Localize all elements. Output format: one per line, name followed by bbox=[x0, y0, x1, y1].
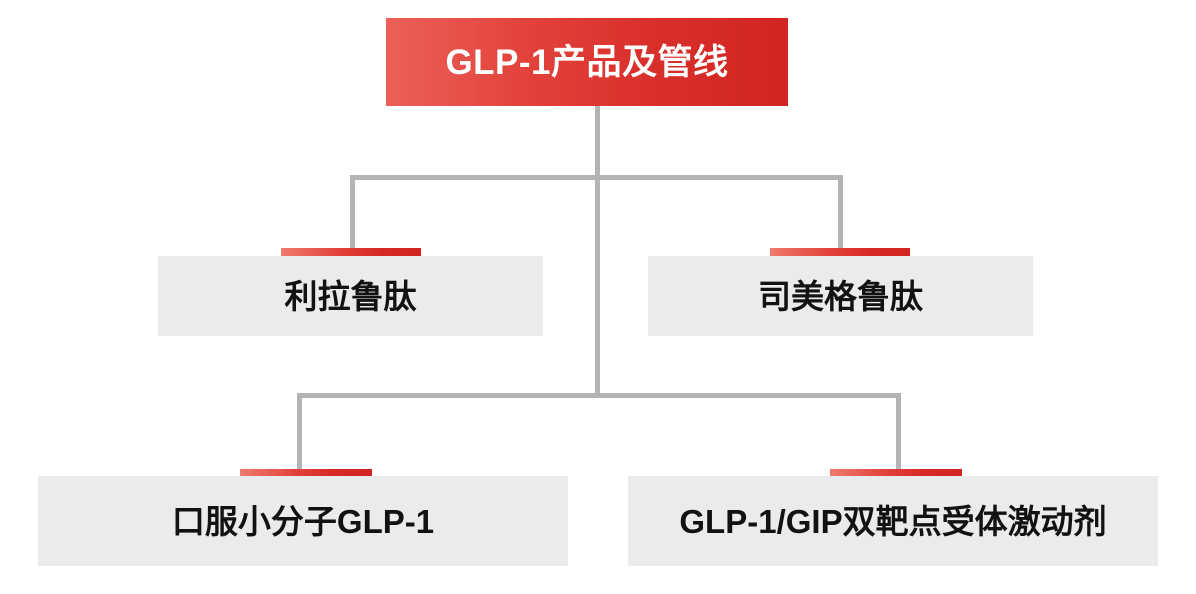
node-body: 口服小分子GLP-1 bbox=[38, 476, 568, 566]
node-body: GLP-1/GIP双靶点受体激动剂 bbox=[628, 476, 1158, 566]
node-accent-bar bbox=[830, 469, 962, 478]
node-accent-bar bbox=[240, 469, 372, 478]
connector-level3-horizontal bbox=[297, 393, 901, 398]
connector-level3-right-drop bbox=[896, 393, 901, 474]
node-label: 利拉鲁肽 bbox=[284, 277, 417, 315]
node-accent-bar bbox=[770, 248, 910, 257]
node-label: 口服小分子GLP-1 bbox=[171, 502, 435, 540]
node-label: 司美格鲁肽 bbox=[758, 277, 923, 315]
node-body: 司美格鲁肽 bbox=[648, 256, 1033, 336]
root-node-glp1-pipeline[interactable]: GLP-1产品及管线 bbox=[386, 18, 788, 106]
node-body: 利拉鲁肽 bbox=[158, 256, 543, 336]
connector-level2-right-drop bbox=[838, 175, 843, 253]
node-semaglutide[interactable]: 司美格鲁肽 bbox=[648, 248, 1033, 336]
connector-level3-left-drop bbox=[297, 393, 302, 474]
node-accent-bar bbox=[281, 248, 421, 257]
connector-level2-left-drop bbox=[350, 175, 355, 253]
node-liraglutide[interactable]: 利拉鲁肽 bbox=[158, 248, 543, 336]
node-label: GLP-1/GIP双靶点受体激动剂 bbox=[679, 502, 1107, 540]
node-oral-small-molecule-glp1[interactable]: 口服小分子GLP-1 bbox=[38, 469, 568, 566]
node-glp1-gip-dual-agonist[interactable]: GLP-1/GIP双靶点受体激动剂 bbox=[628, 469, 1158, 566]
connector-trunk-vertical bbox=[595, 106, 600, 398]
connector-level2-horizontal bbox=[350, 175, 843, 180]
root-node-label: GLP-1产品及管线 bbox=[445, 42, 729, 82]
